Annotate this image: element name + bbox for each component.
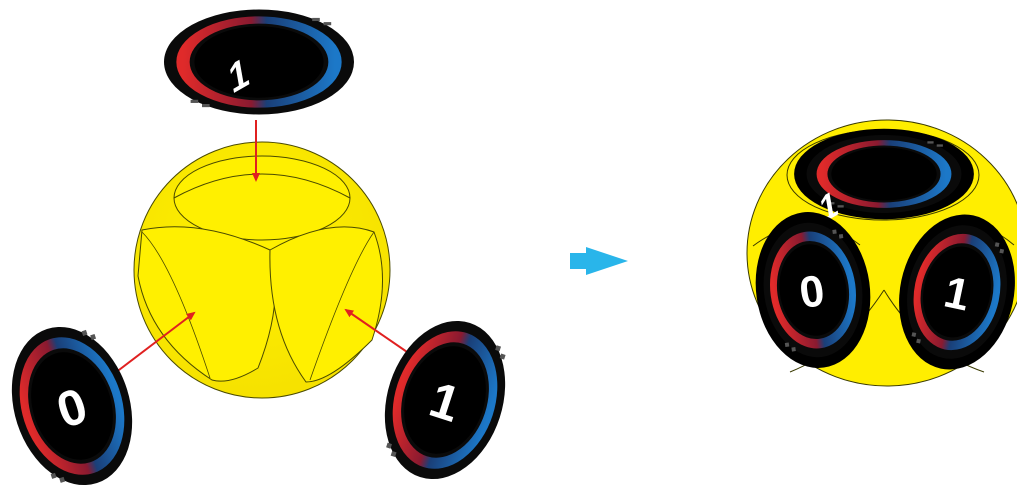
assembled-die: 1 0 1 <box>746 119 1017 387</box>
insert-arrow-right <box>344 308 411 355</box>
chip-top <box>164 10 354 115</box>
right-arrow-icon <box>570 247 628 275</box>
insert-arrow-left <box>114 311 196 374</box>
assembled-chip-right <box>885 204 1017 381</box>
yellow-ball <box>133 141 391 399</box>
exploded-view: 1 0 1 <box>0 10 525 489</box>
assembled-chip-left <box>746 205 880 376</box>
assembled-chip-top <box>794 128 974 220</box>
